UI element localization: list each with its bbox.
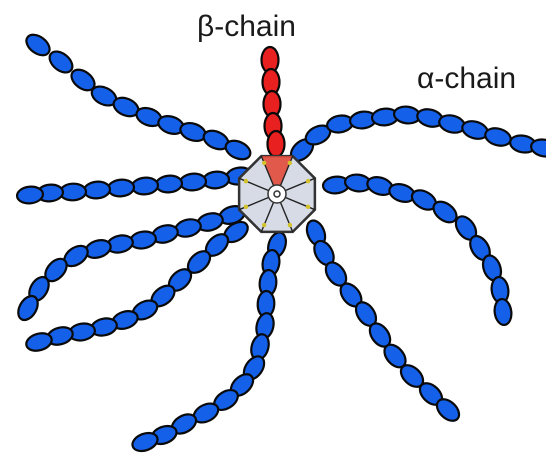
core-joint	[261, 222, 267, 228]
alpha-chain-7	[17, 205, 246, 322]
core-beta-segment	[261, 156, 293, 194]
central-core	[237, 154, 317, 234]
beta-chain	[260, 45, 286, 159]
alpha-bead	[154, 174, 184, 194]
alpha-bead	[25, 332, 53, 352]
core-joint	[243, 178, 249, 184]
alpha-chain-5	[131, 231, 287, 453]
alpha-bead	[224, 139, 252, 161]
beta-chain-label: β-chain	[197, 10, 296, 43]
alpha-bead	[17, 294, 39, 322]
alpha-bead	[435, 398, 461, 422]
core-joint	[261, 160, 267, 166]
core-joint	[305, 178, 311, 184]
core-joint	[287, 222, 293, 228]
core-hub-dot	[273, 190, 281, 198]
alpha-bead	[15, 185, 45, 205]
alpha-bead	[438, 114, 466, 134]
core-hub	[267, 184, 287, 204]
alpha-bead	[106, 178, 136, 198]
core-joint	[243, 204, 249, 210]
core-joint	[287, 160, 293, 166]
alpha-chain-4	[305, 219, 461, 422]
alpha-chain-8	[15, 166, 253, 205]
beta-bead	[266, 129, 286, 159]
alpha-bead	[131, 431, 159, 453]
alpha-chain-1	[25, 33, 252, 161]
alpha-bead	[48, 50, 74, 74]
chains-group	[15, 33, 546, 453]
alpha-bead	[25, 33, 51, 57]
alpha-chain-3	[321, 173, 513, 327]
core-joint	[305, 204, 311, 210]
alpha-bead	[493, 297, 513, 327]
alpha-bead	[130, 176, 160, 196]
alpha-chain-label: α-chain	[417, 62, 517, 95]
alpha-bead	[178, 172, 208, 192]
alpha-chain-6	[25, 220, 249, 352]
alpha-bead	[82, 180, 112, 200]
